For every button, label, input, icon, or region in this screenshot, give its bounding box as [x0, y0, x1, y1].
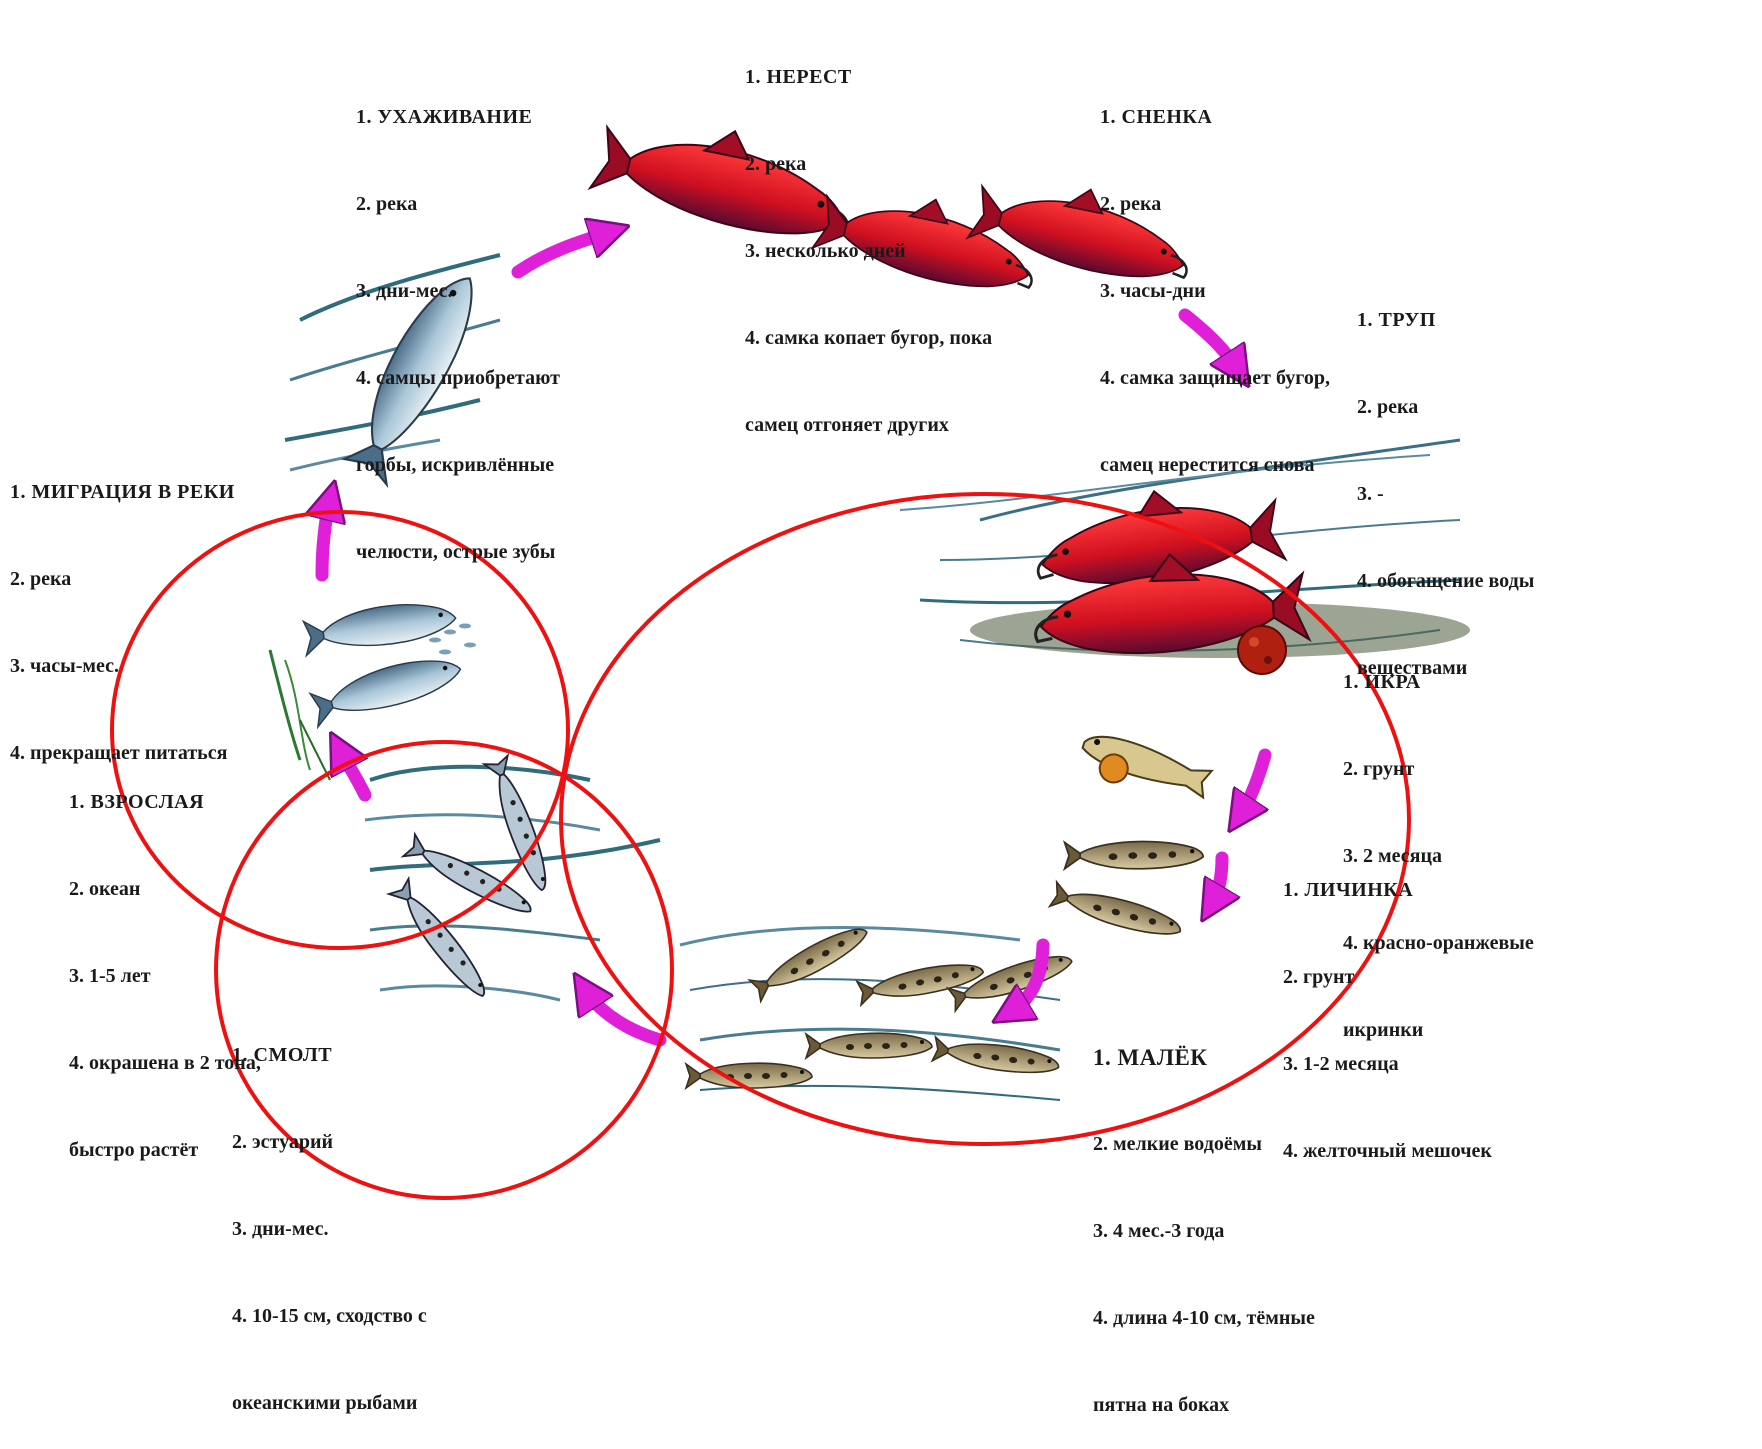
smolt-scene	[365, 756, 660, 1003]
stage-title: 1. ИКРА	[1343, 668, 1534, 697]
stage-title: 1. СНЕНКА	[1100, 103, 1330, 132]
stage-title: 1. МАЛЁК	[1093, 1043, 1315, 1072]
stage-smolt: 1. СМОЛТ 2. эстуарий 3. дни-мес. 4. 10-1…	[232, 983, 427, 1447]
stage-title: 1. НЕРЕСТ	[745, 63, 992, 92]
stage-courtship: 1. УХАЖИВАНИЕ 2. река 3. дни-мес. 4. сам…	[356, 45, 560, 596]
stage-title: 1. ЛИЧИНКА	[1283, 876, 1492, 905]
egg-icon	[1238, 626, 1286, 674]
stage-fry: 1. МАЛЁК 2. мелкие водоёмы 3. 4 мес.-3 г…	[1093, 985, 1315, 1449]
stage-title: 1. СМОЛТ	[232, 1041, 427, 1070]
stage-post-spawn: 1. СНЕНКА 2. река 3. часы-дни 4. самка з…	[1100, 45, 1330, 509]
stage-title: 1. УХАЖИВАНИЕ	[356, 103, 560, 132]
larva-icon-3	[1050, 881, 1184, 942]
arrow-to-larva-2	[1212, 858, 1222, 904]
larva-icon-2	[1065, 842, 1204, 869]
stage-spawning: 1. НЕРЕСТ 2. река 3. несколько дней 4. с…	[745, 5, 992, 469]
stage-title: 1. МИГРАЦИЯ В РЕКИ	[10, 478, 235, 507]
stage-title: 1. ТРУП	[1357, 306, 1534, 335]
larva-icon	[1075, 728, 1212, 810]
stage-adult: 1. ВЗРОСЛАЯ 2. океан 3. 1-5 лет 4. окраш…	[69, 730, 261, 1194]
arrow-to-larva	[1240, 755, 1265, 815]
stage-river-migration: 1. МИГРАЦИЯ В РЕКИ 2. река 3. часы-мес. …	[10, 420, 235, 797]
